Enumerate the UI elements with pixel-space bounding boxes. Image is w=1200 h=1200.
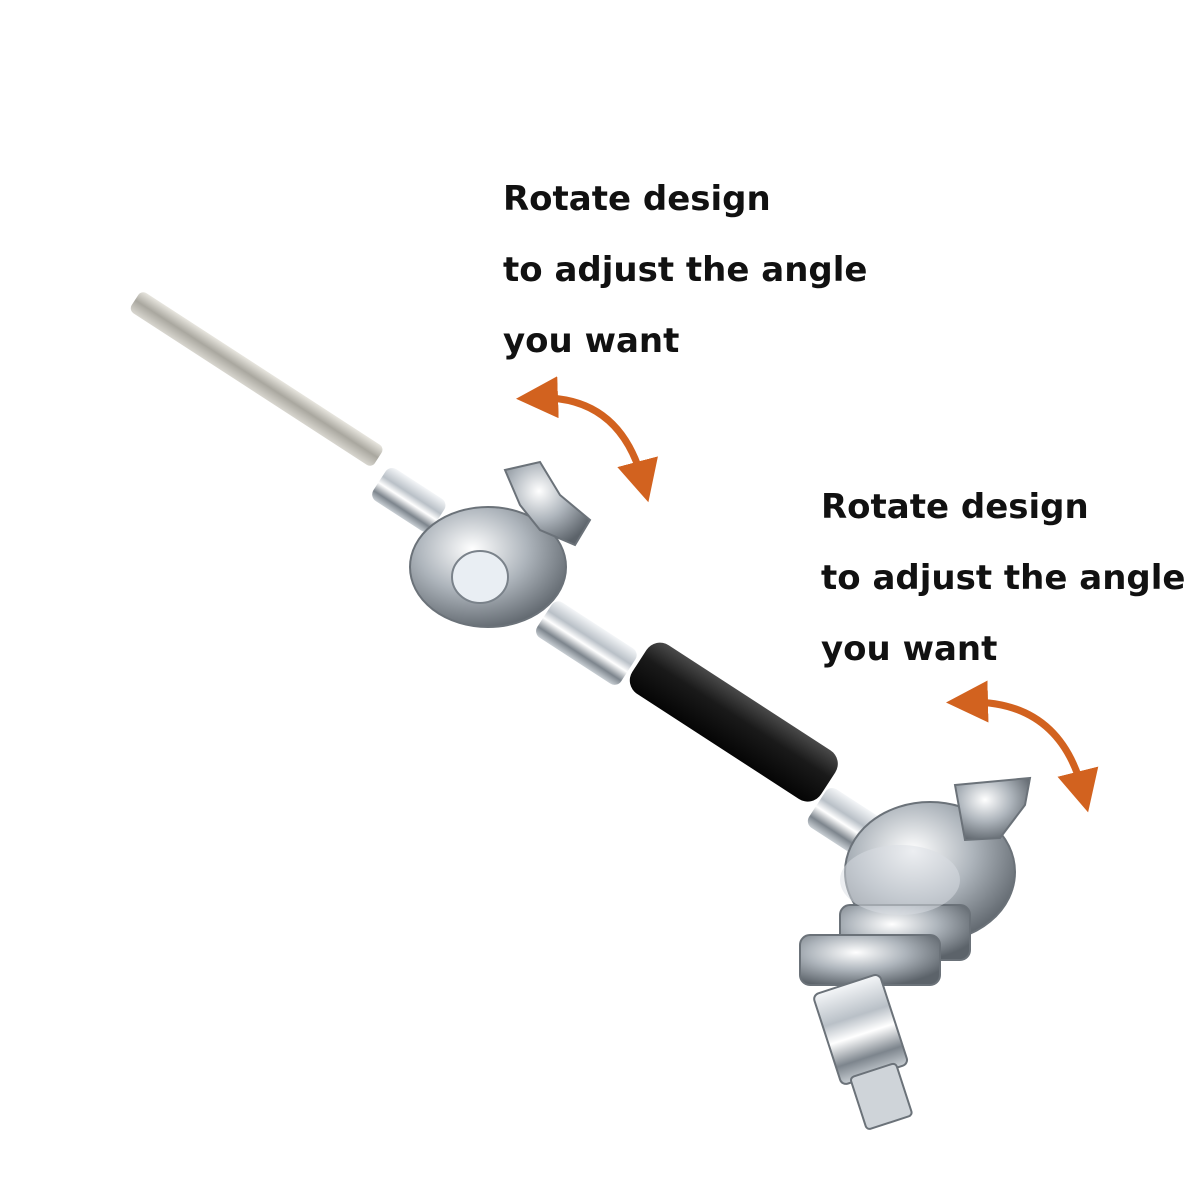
caption-bottom: Rotate design to adjust the angle you wa… xyxy=(821,472,1185,685)
caption-bottom-line-2: to adjust the angle xyxy=(821,558,1186,598)
caption-top-line-1: Rotate design xyxy=(503,179,771,219)
rotate-arrow-top xyxy=(516,376,658,503)
caption-top: Rotate design to adjust the angle you wa… xyxy=(503,164,867,377)
caption-bottom-line-3: you want xyxy=(821,629,998,669)
caption-bottom-line-1: Rotate design xyxy=(821,487,1089,527)
rotate-arrow-bottom xyxy=(946,680,1099,813)
upper-knuckle-clamp xyxy=(409,460,592,628)
caption-top-line-2: to adjust the angle xyxy=(503,250,868,290)
caption-top-line-3: you want xyxy=(503,321,680,361)
threaded-stud xyxy=(813,974,913,1130)
rubber-grip xyxy=(629,642,838,802)
middle-tube xyxy=(536,601,637,685)
knurled-rod xyxy=(130,292,383,466)
upper-sleeve xyxy=(372,467,446,532)
